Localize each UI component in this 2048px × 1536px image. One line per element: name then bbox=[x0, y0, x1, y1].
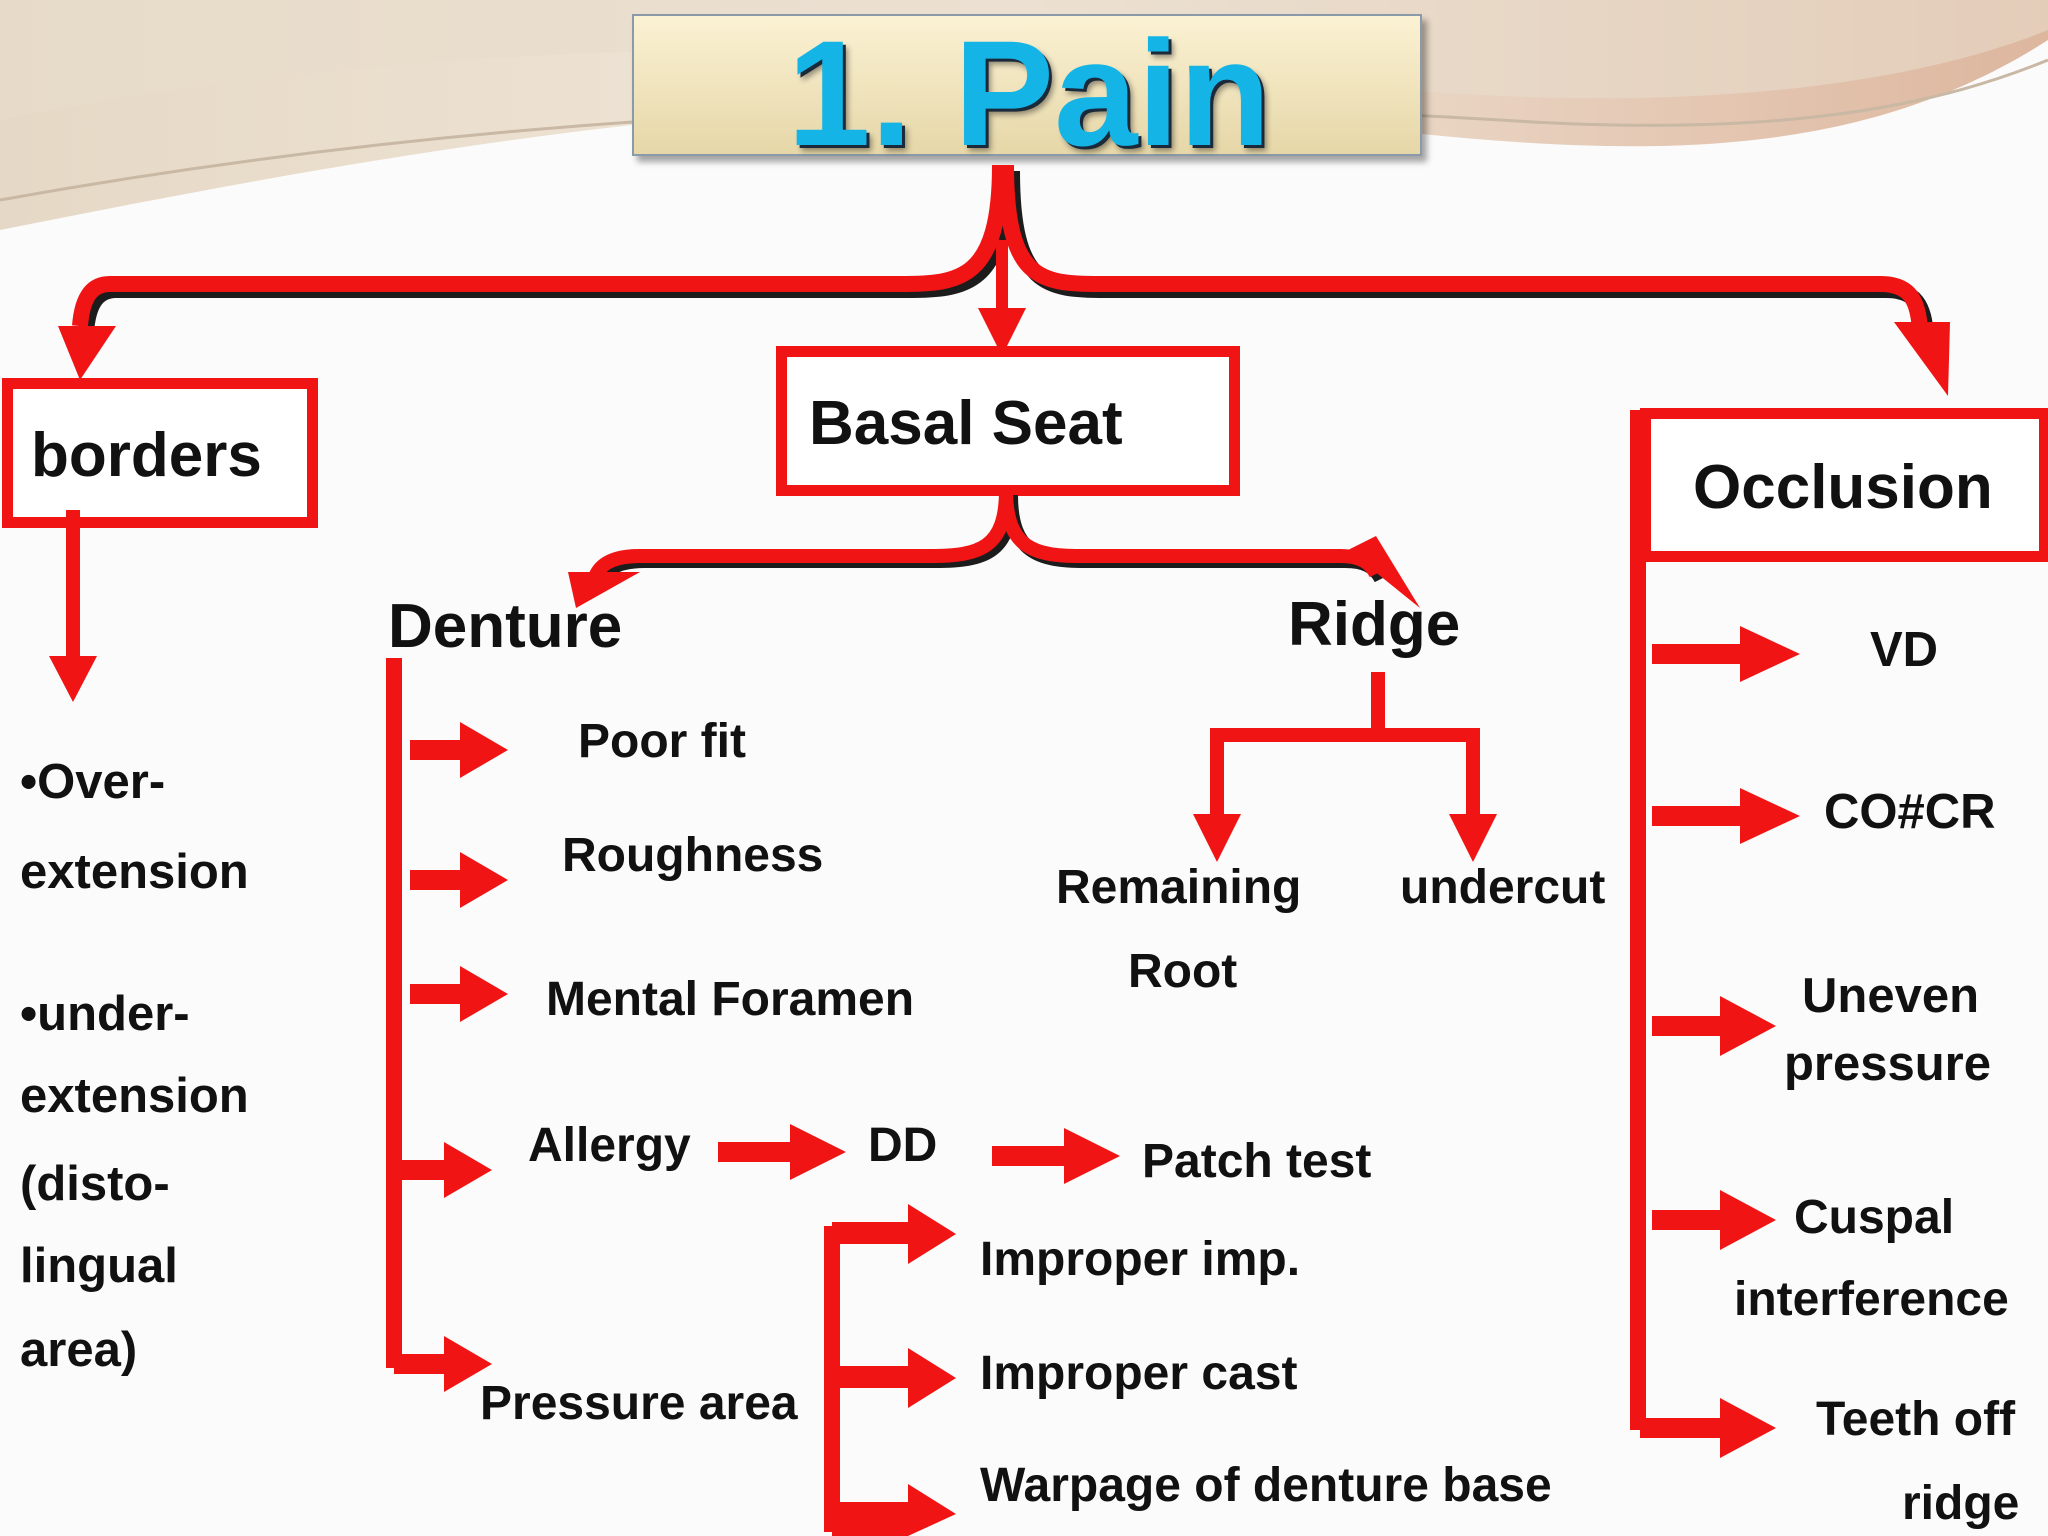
cuspal-interference-text: Cuspal bbox=[1794, 1191, 1955, 1244]
arrow-to-occlusion bbox=[998, 164, 1950, 396]
title: 1. Pain bbox=[787, 9, 1271, 177]
borders-box: borders bbox=[2, 378, 318, 528]
pressure-bracket bbox=[824, 1204, 956, 1536]
co-cr-text: CO#CR bbox=[1824, 785, 1996, 839]
pressure-area-text: Pressure area bbox=[480, 1377, 798, 1430]
remaining-root-text: Root bbox=[1128, 945, 1238, 998]
teeth-off-ridge-text: ridge bbox=[1902, 1477, 2020, 1530]
borders-item: •under- bbox=[20, 987, 190, 1041]
arrow-allergy-dd bbox=[718, 1124, 846, 1180]
occlusion-label: Occlusion bbox=[1693, 453, 1993, 522]
remaining-root-text: Remaining bbox=[1056, 861, 1302, 914]
borders-item: •Over- bbox=[20, 755, 166, 809]
borders-item: extension bbox=[20, 1069, 249, 1123]
poor-fit-text: Poor fit bbox=[578, 715, 746, 768]
allergy-text: Allergy bbox=[528, 1119, 691, 1172]
basal-seat-label: Basal Seat bbox=[809, 389, 1123, 458]
title-box: 1. Pain bbox=[632, 14, 1422, 168]
ridge-label: Ridge bbox=[1288, 590, 1461, 659]
denture-label: Denture bbox=[388, 592, 623, 661]
pressure-cause-text: Improper cast bbox=[980, 1347, 1298, 1400]
borders-item: area) bbox=[20, 1323, 138, 1377]
borders-item: lingual bbox=[20, 1239, 178, 1293]
uneven-pressure-text: Uneven bbox=[1802, 969, 1980, 1023]
arrow-dd-patch bbox=[992, 1128, 1120, 1184]
borders-item: extension bbox=[20, 845, 249, 899]
roughness-text: Roughness bbox=[562, 829, 824, 882]
pressure-cause-text: Improper imp. bbox=[980, 1233, 1301, 1286]
arrow-borders-down bbox=[49, 510, 97, 702]
patch-test-text: Patch test bbox=[1142, 1135, 1372, 1188]
teeth-off-ridge-text: Teeth off bbox=[1816, 1393, 2016, 1446]
dd-text: DD bbox=[868, 1119, 938, 1172]
arrow-to-borders bbox=[58, 164, 1014, 380]
occlusion-bracket bbox=[1630, 410, 1800, 1458]
arrow-to-ridge bbox=[999, 489, 1420, 608]
arrow-to-denture bbox=[568, 489, 1018, 608]
ridge-tree bbox=[1193, 672, 1497, 862]
uneven-pressure-text: pressure bbox=[1784, 1037, 1992, 1091]
vd-text: VD bbox=[1870, 623, 1939, 677]
mental-foramen-text: Mental Foramen bbox=[546, 973, 915, 1026]
borders-item: (disto- bbox=[20, 1157, 170, 1211]
denture-bracket bbox=[386, 658, 508, 1392]
undercut-text: undercut bbox=[1400, 861, 1606, 914]
arrow-to-basal-seat bbox=[978, 240, 1026, 356]
borders-label: borders bbox=[31, 421, 262, 490]
pressure-cause-text: Warpage of denture base bbox=[980, 1459, 1552, 1512]
cuspal-interference-text: interference bbox=[1734, 1273, 2009, 1326]
